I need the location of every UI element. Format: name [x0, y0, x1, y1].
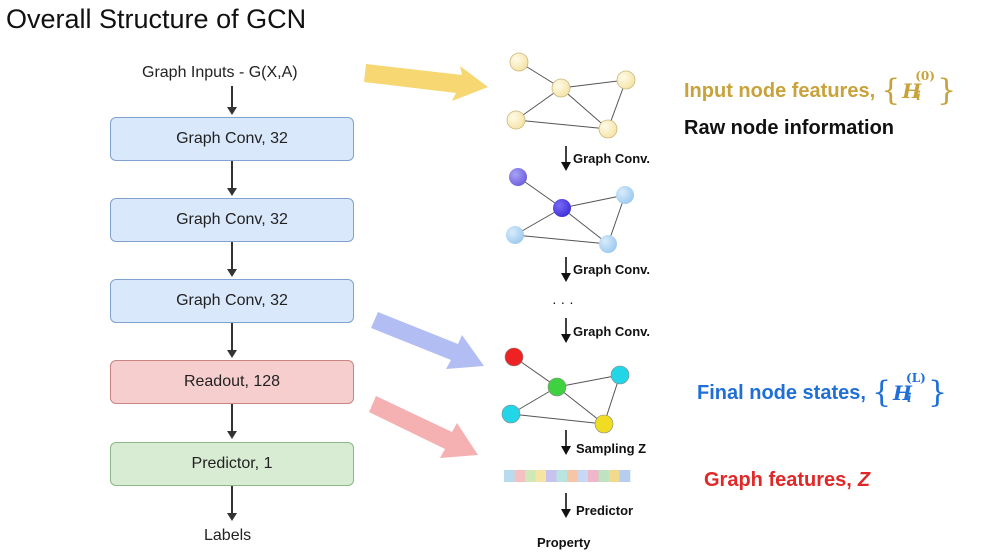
flow-connector: [231, 86, 233, 108]
graph-features-label: Graph features, Z: [704, 469, 870, 492]
layer-label: Graph Conv, 32: [176, 130, 288, 147]
flow-connector: [231, 486, 233, 514]
z-symbol: Z: [857, 469, 871, 491]
predictor-layer: Predictor, 1: [110, 442, 354, 486]
graph-conv-layer-1: Graph Conv, 32: [110, 117, 354, 161]
feature-cell: [567, 470, 578, 482]
down-arrows: [561, 146, 571, 518]
flow-arrowhead: [227, 350, 237, 358]
readout-layer: Readout, 128: [110, 360, 354, 404]
yellow-arrow: [364, 64, 488, 101]
ellipsis: · · ·: [552, 294, 574, 310]
feature-cell: [514, 470, 526, 482]
layer-label: Readout, 128: [183, 373, 281, 390]
property-output: Property: [537, 535, 591, 550]
feature-cell: [577, 470, 589, 482]
hl-set-symbol: { H(L)i }: [871, 371, 948, 410]
feature-cell: [556, 470, 568, 482]
feature-cell: [525, 470, 536, 482]
graph-inputs-label: Graph Inputs - G(X,A): [142, 64, 298, 81]
labels-output: Labels: [204, 527, 252, 544]
flow-connector: [231, 161, 233, 189]
predictor-step: Predictor: [576, 503, 634, 518]
flow-arrowhead: [227, 188, 237, 196]
graph-conv-step-3: Graph Conv.: [573, 324, 651, 339]
final-graph-nodes: [501, 347, 630, 434]
sampling-step: Sampling Z: [576, 441, 647, 456]
input-graph: [515, 61, 627, 130]
final-node-states-text: Final node states,: [697, 381, 866, 404]
layer-label: Graph Conv, 32: [176, 211, 288, 228]
flow-connector: [231, 404, 233, 432]
final-node-states-label: Final node states, { H(L)i }: [697, 371, 948, 410]
feature-cell: [588, 470, 599, 482]
feature-cell: [609, 470, 620, 482]
red-arrow: [369, 396, 478, 458]
feature-cell: [546, 470, 557, 482]
flow-connector: [231, 323, 233, 351]
conv-graph-nodes: [506, 168, 634, 253]
h0-set-symbol: { H(0)i }: [881, 69, 957, 108]
feature-cell: [535, 470, 547, 482]
flow-arrowhead: [227, 107, 237, 115]
flow-arrowhead: [227, 269, 237, 277]
flow-arrowhead: [227, 431, 237, 439]
feature-cell: [598, 470, 610, 482]
layer-label: Graph Conv, 32: [176, 292, 288, 309]
graph-conv-step-2: Graph Conv.: [573, 262, 651, 277]
layer-label: Predictor, 1: [191, 455, 273, 472]
flow-arrowhead: [227, 513, 237, 521]
graph-feature-vector: [504, 470, 631, 482]
input-node-features-label: Input node features, { H(0)i }: [684, 69, 957, 108]
raw-node-information-label: Raw node information: [684, 117, 894, 139]
page-title: Overall Structure of GCN: [6, 4, 307, 34]
graph-conv-layer-2: Graph Conv, 32: [110, 198, 354, 242]
input-graph-nodes: [506, 52, 636, 139]
feature-cell: [619, 470, 631, 482]
graph-features-text: Graph features,: [704, 469, 852, 491]
blue-arrow: [371, 312, 484, 369]
graph-conv-step-1: Graph Conv.: [573, 151, 651, 166]
input-node-features-text: Input node features,: [684, 79, 876, 102]
graph-conv-layer-3: Graph Conv, 32: [110, 279, 354, 323]
feature-cell: [504, 470, 515, 482]
flow-connector: [231, 242, 233, 270]
